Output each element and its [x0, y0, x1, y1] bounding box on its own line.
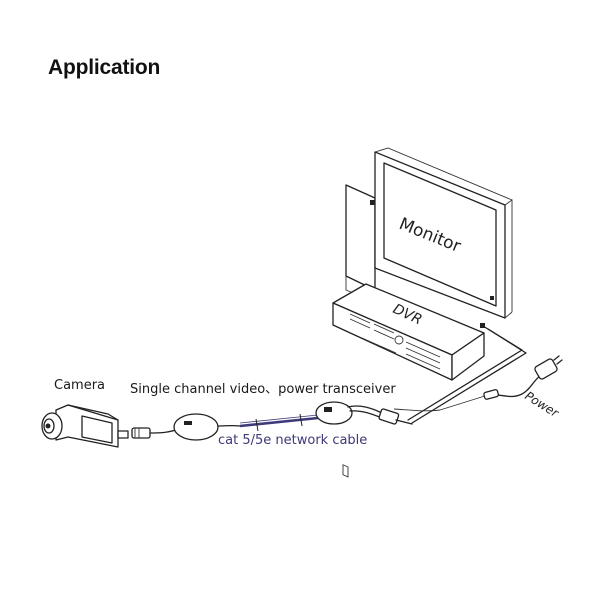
camera-transceiver — [131, 413, 241, 441]
network-cable — [239, 413, 319, 432]
dvr-wires — [407, 325, 527, 424]
dvr: DVR — [332, 283, 485, 478]
dvr-port-icon — [480, 323, 485, 328]
monitor-hinge-icon — [370, 200, 375, 205]
camera-lens-icon — [41, 412, 63, 440]
bnc-connector-icon — [378, 408, 400, 425]
power-plug-icon — [534, 358, 558, 380]
camera-label: Camera — [54, 378, 106, 393]
dvr-front-panel — [342, 313, 441, 478]
page-title: Application — [48, 56, 161, 79]
monitor: Monitor — [345, 147, 513, 319]
dvr-transceiver — [315, 401, 441, 425]
power-label: Power — [522, 389, 561, 421]
transceiver-label: Single channel video、power transceiver — [130, 382, 396, 397]
cable-label: cat 5/5e network cable — [218, 433, 368, 448]
camera — [41, 404, 129, 448]
